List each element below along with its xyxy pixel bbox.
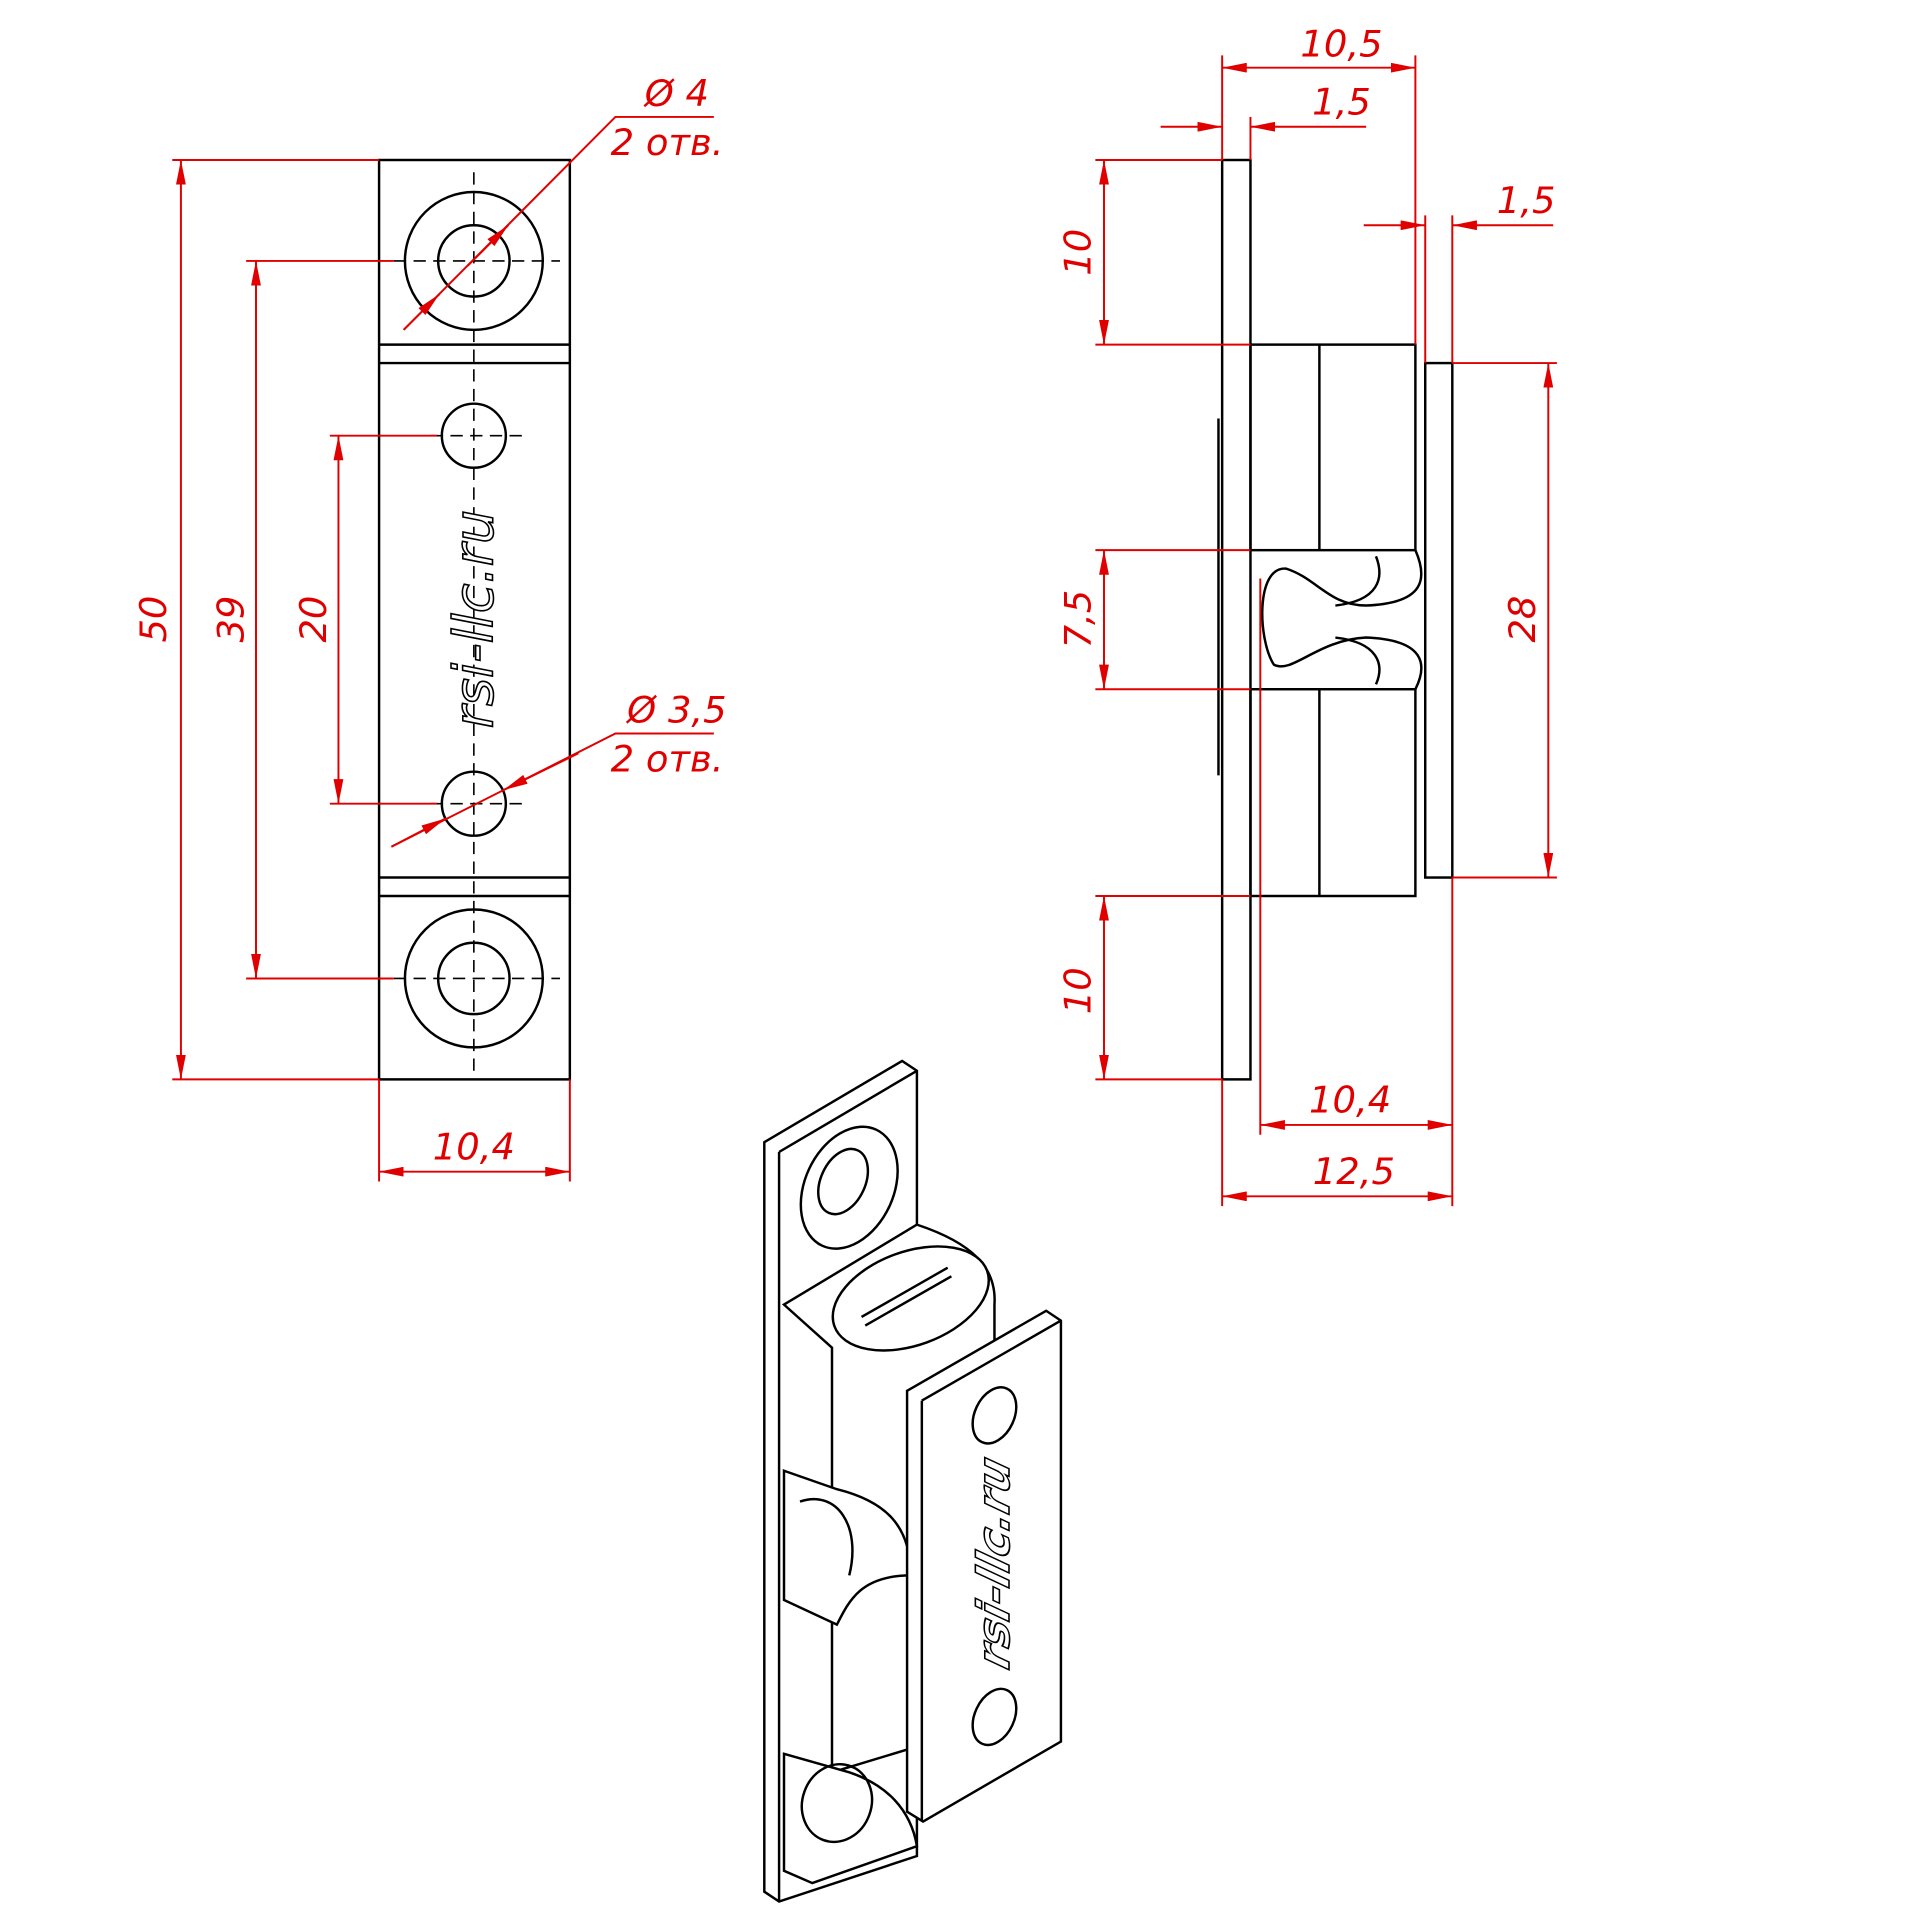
mounting-hole-top — [393, 190, 560, 332]
dim-hole-count-large: 2 отв. — [611, 121, 724, 164]
dim-20: 20 — [292, 596, 335, 643]
mounting-hole-bottom — [393, 908, 560, 1049]
dim-50: 50 — [132, 596, 175, 643]
logo-engraving-isometric: rsi-llc.ru — [969, 1446, 1020, 1679]
dim-plate-1-5: 1,5 — [1312, 80, 1371, 123]
dim-hole-count-small: 2 отв. — [611, 738, 724, 781]
front-view: rsi-llc.ru 50 39 20 10,4 Ø 4 2 отв. Ø 3,… — [132, 72, 727, 1182]
dim-10-5: 10,5 — [1300, 23, 1382, 66]
dim-inner-10-4: 10,4 — [1309, 1079, 1391, 1122]
dim-39: 39 — [210, 596, 253, 643]
dim-12-5: 12,5 — [1313, 1150, 1395, 1193]
dim-28: 28 — [1501, 596, 1544, 643]
dim-hole-diameter-3-5: Ø 3,5 — [625, 688, 726, 731]
dim-hole-diameter-4: Ø 4 — [643, 72, 709, 115]
dim-striker-1-5: 1,5 — [1497, 179, 1556, 222]
logo-engraving-front: rsi-llc.ru — [442, 510, 505, 729]
dim-width-10-4: 10,4 — [433, 1125, 515, 1168]
dim-top-10: 10 — [1056, 229, 1099, 276]
isometric-view: rsi-llc.ru — [763, 1059, 1063, 1903]
side-view: 10,5 1,5 1,5 10 7,5 10 28 10,4 12,5 — [1056, 23, 1557, 1207]
dim-bottom-10: 10 — [1056, 967, 1099, 1014]
dim-gap-7-5: 7,5 — [1056, 590, 1099, 649]
